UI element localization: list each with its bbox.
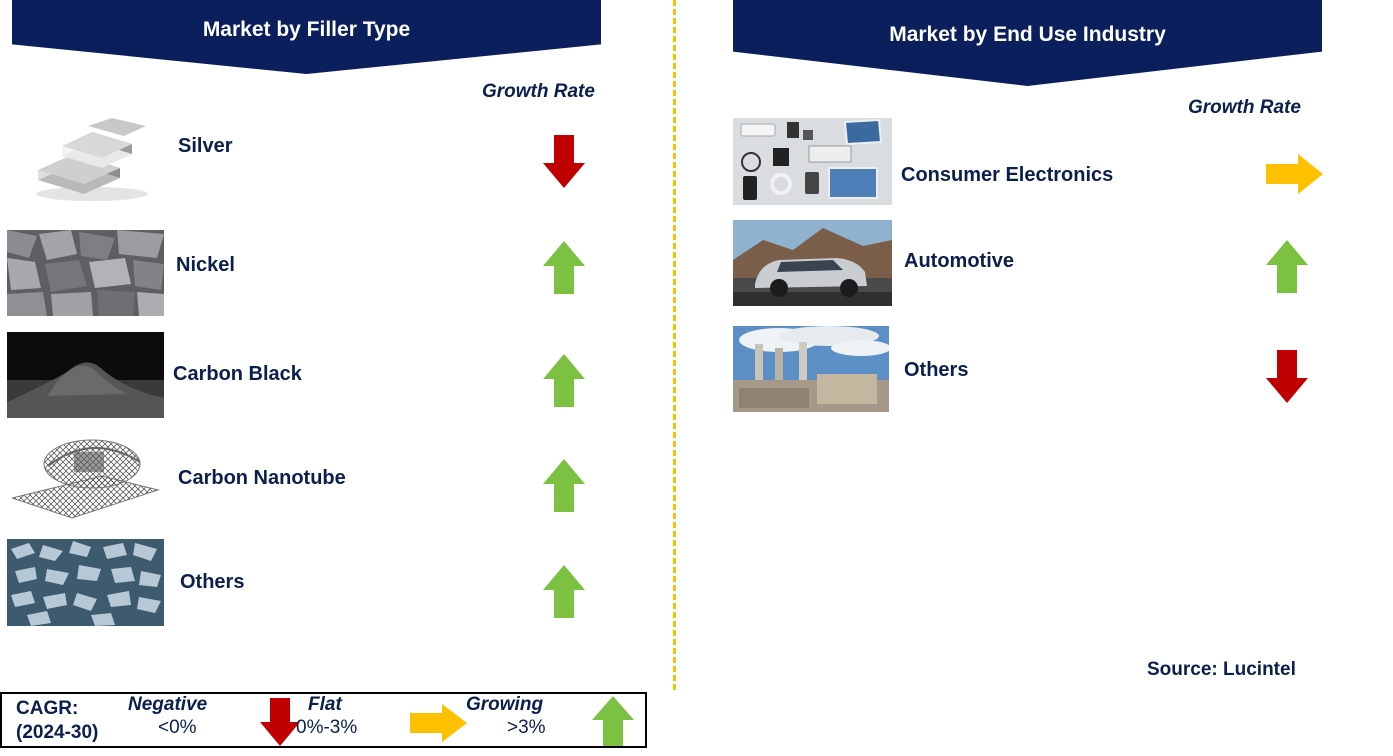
filler-label-carbon-black: Carbon Black [173,363,302,385]
legend-cagr-period: (2024-30) [16,722,99,743]
end-use-growth-rate-header: Growth Rate [1188,97,1301,118]
up-arrow-icon [543,354,585,413]
legend-flat-arrow-icon [410,704,468,747]
filler-label-silver: Silver [178,135,233,157]
cagr-legend: CAGR: (2024-30) Negative <0% Flat 0%-3% … [0,692,647,748]
filler-label-carbon-nanotube: Carbon Nanotube [178,467,346,489]
filler-growth-rate-header: Growth Rate [482,81,595,102]
legend-growing-label: Growing [466,694,544,715]
nickel-image [7,230,164,316]
legend-flat-range: 0%-3% [296,717,358,738]
legend-flat-label: Flat [308,694,342,715]
legend-growing-range: >3% [507,717,546,738]
silver-image [28,118,156,204]
legend-down-arrow-icon [260,698,300,751]
end-use-banner: Market by End Use Industry [733,0,1322,86]
filler-label-others: Others [180,571,245,593]
end-use-label-automotive: Automotive [904,250,1014,272]
carbon-black-image [7,332,164,418]
legend-negative-range: <0% [158,717,197,738]
end-use-others-image [733,326,889,412]
legend-negative-label: Negative [128,694,208,715]
end-use-label-consumer-electronics: Consumer Electronics [901,164,1114,186]
source-label: Source: Lucintel [1147,659,1296,680]
carbon-nanotube-image [12,432,164,522]
up-arrow-icon [543,459,585,518]
filler-type-title: Market by Filler Type [202,18,411,41]
down-arrow-icon [1266,350,1308,409]
automotive-image [733,220,892,306]
flat-arrow-icon [1266,154,1324,199]
end-use-label-others: Others [904,359,969,381]
up-arrow-icon [543,241,585,300]
up-arrow-icon [543,565,585,624]
legend-up-arrow-icon [592,696,634,751]
filler-label-nickel: Nickel [176,254,235,276]
filler-type-banner: Market by Filler Type [12,0,601,74]
consumer-electronics-image [733,118,892,205]
up-arrow-icon [1266,240,1308,299]
legend-cagr-title: CAGR: [16,698,79,719]
filler-others-image [7,539,164,626]
section-divider [673,0,676,690]
down-arrow-icon [543,135,585,194]
end-use-title: Market by End Use Industry [889,23,1166,46]
